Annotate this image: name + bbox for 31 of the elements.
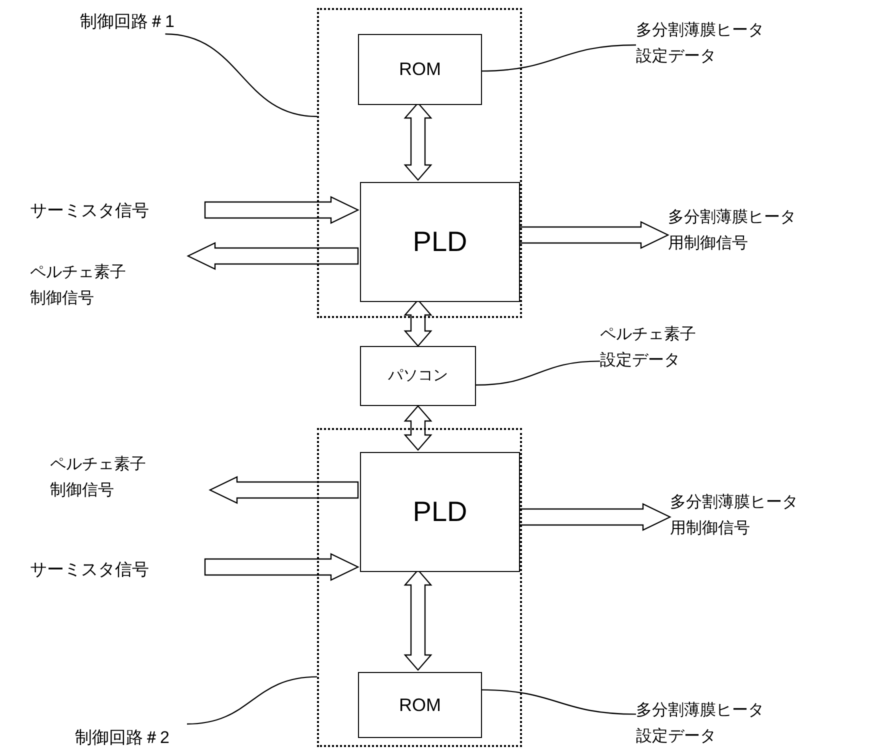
text-label: 多分割薄膜ヒータ設定データ: [636, 698, 776, 752]
block-arrow: [517, 503, 672, 531]
block-box: パソコン: [360, 346, 476, 406]
text-label: 多分割薄膜ヒータ設定データ: [636, 18, 776, 72]
text-label: 制御回路＃1: [80, 8, 235, 34]
double-block-arrow: [404, 569, 432, 671]
text-label: サーミスタ信号: [30, 197, 205, 223]
double-block-arrow: [404, 405, 432, 451]
text-label: 多分割薄膜ヒータ用制御信号: [670, 490, 815, 548]
text-label: ペルチェ素子設定データ: [600, 322, 720, 378]
text-label: ペルチェ素子制御信号: [50, 452, 210, 508]
block-box: PLD: [360, 452, 520, 572]
text-label: サーミスタ信号: [30, 556, 205, 582]
block-box: PLD: [360, 182, 520, 302]
block-arrow: [186, 242, 359, 270]
dotted-group-box: [317, 428, 522, 747]
text-label: 制御回路＃2: [75, 724, 235, 750]
leader-line: [186, 676, 318, 725]
dotted-group-box: [317, 8, 522, 318]
leader-line: [165, 33, 318, 118]
block-arrow: [204, 553, 360, 581]
block-box: ROM: [358, 672, 482, 738]
block-box: ROM: [358, 34, 482, 105]
double-block-arrow: [404, 102, 432, 181]
text-label: ペルチェ素子制御信号: [30, 242, 188, 314]
text-label: 多分割薄膜ヒータ用制御信号: [668, 205, 813, 263]
block-arrow: [208, 476, 359, 504]
leader-line: [476, 360, 600, 386]
double-block-arrow: [404, 299, 432, 347]
block-arrow: [204, 196, 360, 224]
block-arrow: [517, 221, 670, 249]
